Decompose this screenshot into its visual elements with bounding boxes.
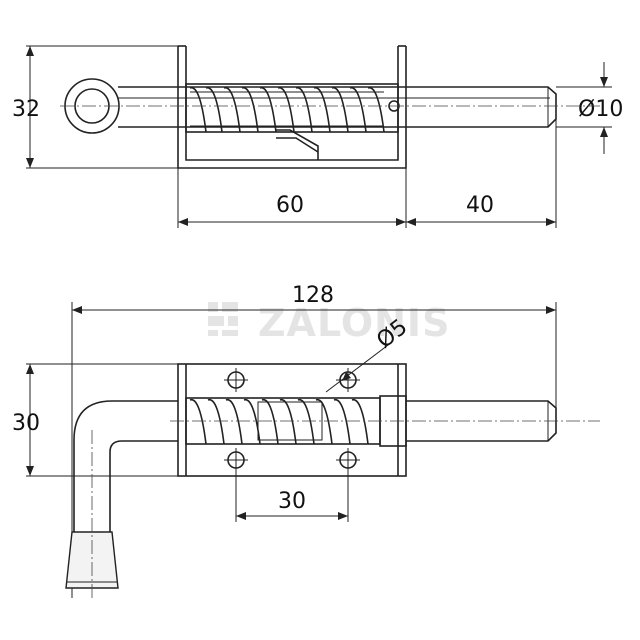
dim-label-housing-length: 60 [276,193,304,218]
spring-top [185,83,400,133]
dim-line-30-vertical [26,364,34,476]
dim-label-hole-spacing: 30 [278,489,306,514]
dim-line-60-40 [178,218,556,226]
top-view: 32 Ø10 60 40 [12,45,623,228]
mounting-hole [336,368,360,392]
handle-grip [65,531,119,589]
watermark-text: ZALONIS [258,301,450,345]
mounting-holes [224,368,360,472]
mounting-hole [336,448,360,472]
dim-label-diameter: Ø10 [578,97,623,122]
dim-label-total-length: 128 [292,283,334,308]
dim-label-height-top: 32 [12,97,40,122]
housing-bracket-top [177,45,407,169]
l-handle [65,400,178,589]
dim-line-diameter [600,62,608,154]
dim-line-128 [72,306,556,314]
dim-label-pin-extension: 40 [466,193,494,218]
dim-line-32 [26,46,34,168]
dim-leader-hole-diameter [325,341,393,393]
pin-top [118,86,557,128]
dim-label-height-bottom: 30 [12,411,40,436]
watermark: ZALONIS [208,301,450,345]
dim-line-hole-spacing [236,512,348,520]
mounting-hole [224,368,248,392]
mounting-hole [224,448,248,472]
zalonis-logo-icon [208,302,238,336]
